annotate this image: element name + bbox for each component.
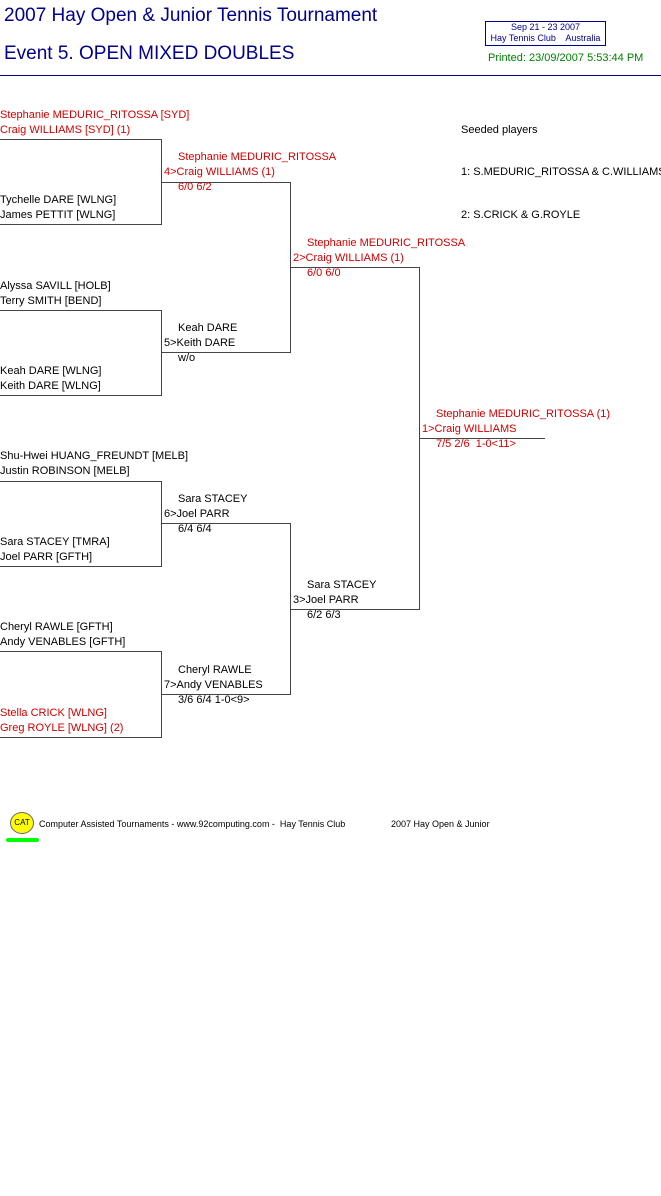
r1-entry-8-player-2: Greg ROYLE [WLNG] (2) xyxy=(0,722,124,734)
r1-entry-1-player-2: Craig WILLIAMS [SYD] (1) xyxy=(0,124,131,136)
r1-entry-6-player-1: Sara STACEY [TMRA] xyxy=(0,536,110,548)
r1-entry-6-player-2: Joel PARR [GFTH] xyxy=(0,551,93,563)
r2-match-2-score: w/o xyxy=(178,352,196,364)
r1-entry-3-player-1: Alyssa SAVILL [HOLB] xyxy=(0,280,111,292)
event-title: Event 5. OPEN MIXED DOUBLES xyxy=(4,43,295,64)
r3-bracket-line xyxy=(291,267,420,268)
r1-entry-5-player-2: Justin ROBINSON [MELB] xyxy=(0,465,130,477)
r1-bracket-line xyxy=(0,737,162,738)
r2-connector xyxy=(290,523,291,695)
printed-timestamp: Printed: 23/09/2007 5:53:44 PM xyxy=(488,52,644,64)
r1-connector xyxy=(161,139,162,225)
r2-match-4-score: 3/6 6/4 1-0<9> xyxy=(178,694,250,706)
cat-logo-underline xyxy=(6,838,39,842)
r3-match-1-player-1: Stephanie MEDURIC_RITOSSA xyxy=(307,237,466,249)
r1-connector xyxy=(161,310,162,396)
final-winner-player-2: 1>Craig WILLIAMS xyxy=(422,423,517,435)
seed-2: 2: S.CRICK & G.ROYLE xyxy=(461,209,581,221)
r3-match-1-player-2: 2>Craig WILLIAMS (1) xyxy=(293,252,404,264)
r2-match-4-player-1: Cheryl RAWLE xyxy=(178,664,252,676)
r1-bracket-line xyxy=(0,395,162,396)
r2-match-1-player-2: 4>Craig WILLIAMS (1) xyxy=(164,166,275,178)
final-bracket-line xyxy=(420,438,545,439)
r1-entry-7-player-2: Andy VENABLES [GFTH] xyxy=(0,636,126,648)
tournament-info-box: Sep 21 - 23 2007 Hay Tennis Club Austral… xyxy=(485,21,606,46)
r1-bracket-line xyxy=(0,481,162,482)
r2-bracket-line xyxy=(162,352,291,353)
r2-match-3-player-2: 6>Joel PARR xyxy=(164,508,230,520)
seeds-heading: Seeded players xyxy=(461,124,538,136)
cat-logo: CAT xyxy=(10,812,34,834)
r1-bracket-line xyxy=(0,139,162,140)
header-divider xyxy=(0,75,661,76)
r3-match-2-player-2: 3>Joel PARR xyxy=(293,594,359,606)
r3-bracket-line xyxy=(291,609,420,610)
r2-match-2-player-2: 5>Keith DARE xyxy=(164,337,236,349)
r2-match-1-score: 6/0 6/2 xyxy=(178,181,212,193)
r1-bracket-line xyxy=(0,651,162,652)
r1-entry-8-player-1: Stella CRICK [WLNG] xyxy=(0,707,107,719)
r2-match-1-player-1: Stephanie MEDURIC_RITOSSA xyxy=(178,151,337,163)
r2-bracket-line xyxy=(162,694,291,695)
r3-match-2-score: 6/2 6/3 xyxy=(307,609,341,621)
tournament-title: 2007 Hay Open & Junior Tennis Tournament xyxy=(4,5,378,26)
r2-connector xyxy=(290,182,291,353)
r2-match-2-player-1: Keah DARE xyxy=(178,322,238,334)
seed-1: 1: S.MEDURIC_RITOSSA & C.WILLIAMS xyxy=(461,166,661,178)
r1-entry-2-player-2: James PETTIT [WLNG] xyxy=(0,209,116,221)
r2-match-3-player-1: Sara STACEY xyxy=(178,493,248,505)
r2-match-3-score: 6/4 6/4 xyxy=(178,523,212,535)
r1-entry-4-player-1: Keah DARE [WLNG] xyxy=(0,365,102,377)
footer-credit: Computer Assisted Tournaments - www.92co… xyxy=(39,819,346,829)
r1-entry-3-player-2: Terry SMITH [BEND] xyxy=(0,295,102,307)
r2-bracket-line xyxy=(162,523,291,524)
r1-entry-1-player-1: Stephanie MEDURIC_RITOSSA [SYD] xyxy=(0,109,190,121)
r1-bracket-line xyxy=(0,310,162,311)
r1-entry-4-player-2: Keith DARE [WLNG] xyxy=(0,380,101,392)
r1-entry-7-player-1: Cheryl RAWLE [GFTH] xyxy=(0,621,113,633)
r1-entry-2-player-1: Tychelle DARE [WLNG] xyxy=(0,194,117,206)
r1-connector xyxy=(161,651,162,738)
r2-bracket-line xyxy=(162,182,291,183)
r2-match-4-player-2: 7>Andy VENABLES xyxy=(164,679,263,691)
final-winner-player-1: Stephanie MEDURIC_RITOSSA (1) xyxy=(436,408,611,420)
footer-event: 2007 Hay Open & Junior xyxy=(391,819,490,829)
tournament-venue: Hay Tennis Club Australia xyxy=(490,33,601,43)
r1-connector xyxy=(161,481,162,567)
r1-bracket-line xyxy=(0,566,162,567)
r3-connector xyxy=(419,267,420,610)
r1-bracket-line xyxy=(0,224,162,225)
r3-match-1-score: 6/0 6/0 xyxy=(307,267,341,279)
r3-match-2-player-1: Sara STACEY xyxy=(307,579,377,591)
tournament-dates: Sep 21 - 23 2007 xyxy=(510,22,581,32)
final-score: 7/5 2/6 1-0<11> xyxy=(436,438,516,450)
r1-entry-5-player-1: Shu-Hwei HUANG_FREUNDT [MELB] xyxy=(0,450,189,462)
